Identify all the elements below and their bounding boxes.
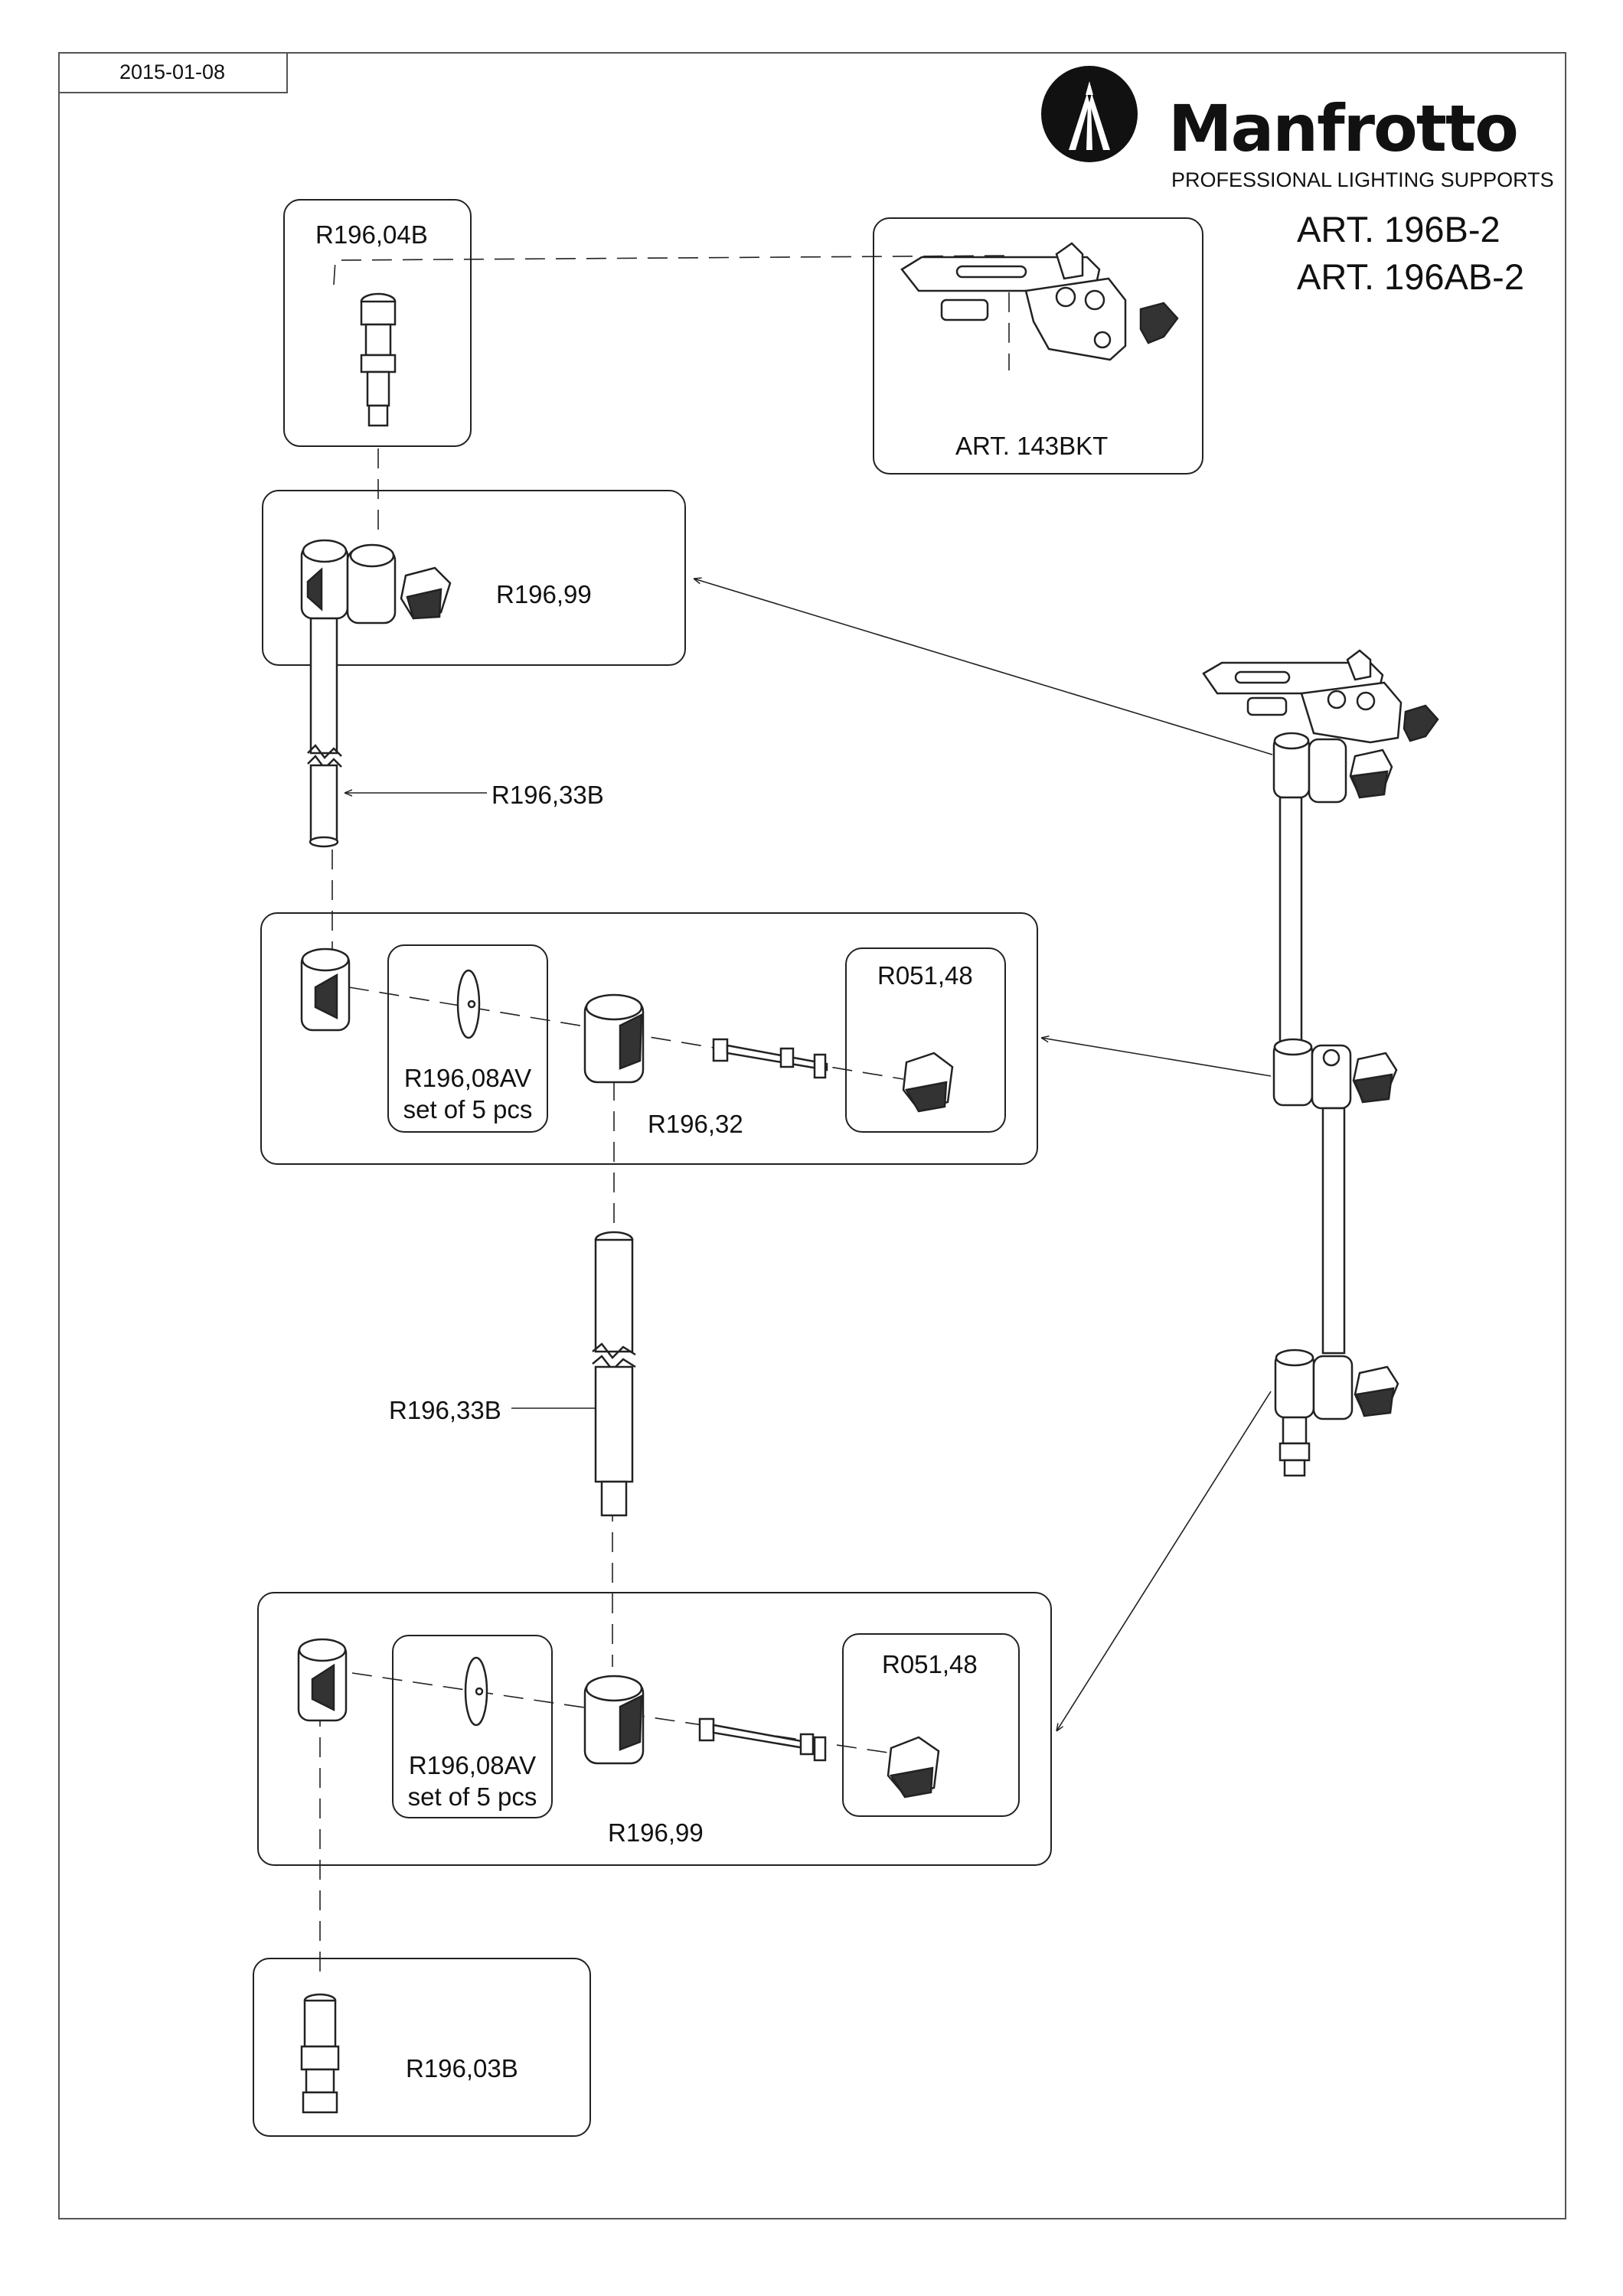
washer-icon bbox=[464, 1656, 488, 1727]
washer-low-box bbox=[392, 1635, 553, 1818]
article-number-2: ART. 196AB-2 bbox=[1297, 256, 1524, 297]
bolt-icon bbox=[712, 1038, 828, 1079]
clamp-top-box bbox=[262, 490, 686, 666]
spigot-top-box bbox=[283, 199, 472, 447]
washer-icon bbox=[456, 969, 481, 1039]
label-washer-mid: R196,08AV set of 5 pcs bbox=[387, 1062, 548, 1126]
label-clamp-top: R196,99 bbox=[496, 580, 592, 608]
label-bracket: ART. 143BKT bbox=[955, 432, 1109, 460]
date-box: 2015-01-08 bbox=[58, 52, 288, 93]
label-spigot-top: R196,04B bbox=[315, 220, 428, 249]
clamp-mid-box bbox=[260, 912, 1038, 1165]
bolt-icon bbox=[698, 1717, 827, 1762]
brand-subtitle: PROFESSIONAL LIGHTING SUPPORTS bbox=[1171, 168, 1554, 191]
washer-mid-box bbox=[387, 944, 548, 1133]
label-washer-mid-part: R196,08AV bbox=[403, 1064, 532, 1092]
knob-icon bbox=[902, 1052, 954, 1113]
label-washer-low-qty: set of 5 pcs bbox=[407, 1782, 537, 1812]
assembly-line-bracket bbox=[333, 255, 1010, 370]
knob-low-box bbox=[842, 1633, 1020, 1817]
brand-name: Manfrotto bbox=[1168, 91, 1519, 166]
clamp-icon bbox=[297, 1638, 645, 1765]
assembled-stand-icon bbox=[1202, 649, 1439, 1477]
label-washer-low: R196,08AV set of 5 pcs bbox=[392, 1750, 553, 1813]
bracket-icon bbox=[900, 242, 1179, 361]
tube-icon bbox=[307, 617, 342, 848]
spigot-icon bbox=[360, 292, 397, 427]
spigot-bottom-box bbox=[253, 1958, 591, 2137]
bracket-box bbox=[873, 217, 1203, 475]
manfrotto-logo-icon bbox=[1041, 66, 1138, 162]
label-washer-mid-qty: set of 5 pcs bbox=[403, 1095, 533, 1124]
clamp-icon bbox=[300, 539, 452, 625]
clamp-low-box bbox=[257, 1592, 1052, 1866]
label-knob-mid: R051,48 bbox=[877, 961, 973, 990]
drawing-frame bbox=[58, 52, 1566, 2219]
tube-icon bbox=[592, 1231, 636, 1517]
label-tube-upper: R196,33B bbox=[491, 781, 604, 809]
label-spigot-bottom: R196,03B bbox=[406, 2054, 518, 2082]
label-tube-lower: R196,33B bbox=[389, 1396, 501, 1424]
spigot-icon bbox=[300, 1993, 340, 2114]
article-number-1: ART. 196B-2 bbox=[1297, 209, 1501, 249]
knob-mid-box bbox=[845, 947, 1006, 1133]
label-clamp-low: R196,99 bbox=[608, 1818, 704, 1847]
label-washer-low-part: R196,08AV bbox=[408, 1751, 537, 1779]
clamp-icon bbox=[300, 947, 645, 1084]
knob-icon bbox=[887, 1736, 940, 1799]
label-knob-low: R051,48 bbox=[882, 1650, 978, 1678]
label-clamp-mid: R196,32 bbox=[648, 1110, 743, 1138]
